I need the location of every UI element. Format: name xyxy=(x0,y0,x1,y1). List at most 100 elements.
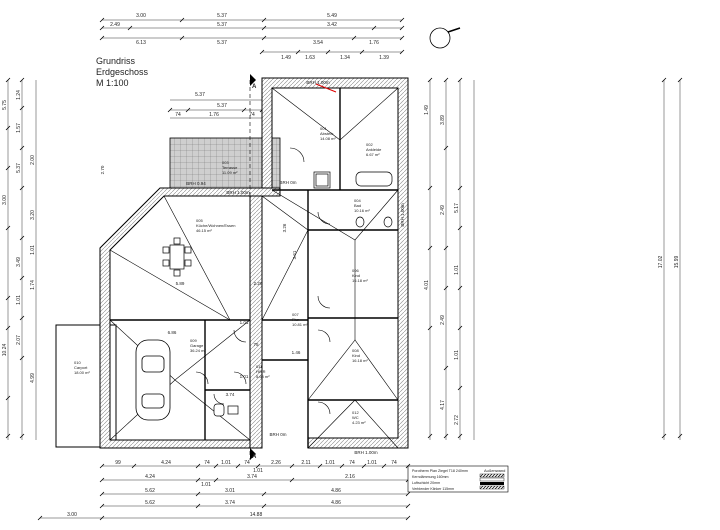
inner-dim-3: 3.26 xyxy=(282,223,287,232)
dim-bot-1-h: 2.11 xyxy=(301,460,311,466)
dim-top-6: 5.37 xyxy=(217,103,227,109)
svg-text:16.18 m²: 16.18 m² xyxy=(352,278,368,283)
dim-top-7-c: 74 xyxy=(249,112,255,118)
title-scale: M 1:100 xyxy=(96,78,129,88)
dim-top-4-b: 1.63 xyxy=(305,55,315,61)
svg-text:008: 008 xyxy=(352,348,359,353)
dim-right-10: 2.72 xyxy=(454,415,460,425)
svg-text:10.81 m²: 10.81 m² xyxy=(292,322,308,327)
dim-top-2-c: 3.42 xyxy=(327,22,337,28)
section-markers: A A xyxy=(250,74,257,460)
svg-text:Bad: Bad xyxy=(354,203,361,208)
svg-text:Carport: Carport xyxy=(74,365,88,370)
dim-top-1-b: 5.37 xyxy=(217,13,227,19)
svg-text:009: 009 xyxy=(190,338,197,343)
dim-right-3: 5.17 xyxy=(454,203,460,213)
dim-top-5: 5.37 xyxy=(195,92,205,98)
svg-text:HWR: HWR xyxy=(256,369,266,374)
svg-text:Kind: Kind xyxy=(352,353,360,358)
dim-bot-4-b: 3.74 xyxy=(225,500,235,506)
room-label: 009 Garage 36.24 m² xyxy=(190,338,206,353)
dim-left-5: 5.37 xyxy=(16,163,22,173)
dim-left-12: 2.07 xyxy=(16,335,22,345)
svg-text:10.16 m²: 10.16 m² xyxy=(354,208,370,213)
brh-5: BRH 1.00m xyxy=(400,203,405,227)
toilet-icon xyxy=(213,216,393,417)
dim-right-11: 17.02 xyxy=(658,256,664,269)
svg-text:Garage: Garage xyxy=(190,343,204,348)
north-arrow-icon xyxy=(429,27,461,49)
dim-bot-1-d: 1.01 xyxy=(221,460,231,466)
legend-line-2: Kerndämmung 160mm xyxy=(412,475,449,479)
svg-text:003: 003 xyxy=(222,160,229,165)
inner-dim-7: 1.46 xyxy=(292,350,301,355)
dim-top-4-d: 1.39 xyxy=(379,55,389,61)
room-label: 007 Flur 10.81 m² xyxy=(292,312,308,327)
room-label: 006 Kind 16.18 m² xyxy=(352,268,368,283)
dim-left-3: 1.57 xyxy=(16,123,22,133)
brh-1: BRH 0.94 xyxy=(186,181,206,186)
svg-text:Abstellr.: Abstellr. xyxy=(320,131,334,136)
svg-text:16.18 m²: 16.18 m² xyxy=(352,358,368,363)
svg-text:WC: WC xyxy=(352,415,359,420)
dim-left-2: 1.24 xyxy=(16,90,22,100)
dim-bot-5-a: 3.00 xyxy=(67,512,77,518)
svg-text:011: 011 xyxy=(256,364,263,369)
inner-dim-8: 75 xyxy=(253,342,259,347)
dim-bot-3-b: 3.01 xyxy=(225,488,235,494)
svg-text:46.15 m²: 46.15 m² xyxy=(196,228,212,233)
svg-text:Terrasse: Terrasse xyxy=(222,165,238,170)
interior-walls xyxy=(110,88,398,448)
dim-bot-1-g: 2.26 xyxy=(271,460,281,466)
svg-text:Ankleide: Ankleide xyxy=(366,147,382,152)
dim-bot-1-c: 74 xyxy=(204,460,210,466)
dim-bot-1-j: 74 xyxy=(349,460,355,466)
room-label: 008 Kind 16.18 m² xyxy=(352,348,368,363)
room-label: 010 Carport 18.00 m² xyxy=(74,360,90,375)
dim-bot-4-a: 5.62 xyxy=(145,500,155,506)
dim-bot-2-a: 4.24 xyxy=(145,474,155,480)
dim-right-2: 3.89 xyxy=(440,115,446,125)
inner-dim-5: 5.89 xyxy=(176,281,185,286)
inner-dim-1: 2.70 xyxy=(100,165,105,174)
svg-text:004: 004 xyxy=(354,198,361,203)
dim-bot-5-b: 14.88 xyxy=(250,512,263,518)
brh-6: BRH 0m xyxy=(269,432,286,437)
svg-text:5.63 m²: 5.63 m² xyxy=(256,374,270,379)
dim-bot-1-i: 1.01 xyxy=(325,460,335,466)
room-label: 012 WC 4.23 m² xyxy=(352,410,366,425)
dim-top-3-a: 6.13 xyxy=(136,40,146,46)
dim-bot-1-b: 4.24 xyxy=(161,460,171,466)
dim-top-2-a: 2.49 xyxy=(110,22,120,28)
dim-top-4-c: 1.34 xyxy=(340,55,350,61)
dim-top-1-c: 5.49 xyxy=(327,13,337,19)
red-marker-line xyxy=(315,83,337,93)
room-label: 011 HWR 5.63 m² xyxy=(256,364,270,379)
svg-text:005: 005 xyxy=(196,218,203,223)
roof-outline xyxy=(109,80,399,460)
shower-icon xyxy=(313,171,331,189)
svg-text:18.00 m²: 18.00 m² xyxy=(74,370,90,375)
svg-text:006: 006 xyxy=(352,268,359,273)
legend-line-3: Luftschicht 20mm xyxy=(412,481,440,485)
dim-left-11: 1.01 xyxy=(16,295,22,305)
svg-text:6.67 m²: 6.67 m² xyxy=(366,152,380,157)
dim-bot-3-c: 4.86 xyxy=(331,488,341,494)
dim-bot-1-k: 1.01 xyxy=(367,460,377,466)
dim-bot-1-e: 74 xyxy=(244,460,250,466)
dim-top-2-b: 5.37 xyxy=(217,22,227,28)
svg-text:4.23 m²: 4.23 m² xyxy=(352,420,366,425)
room-label: 001 Abstellr. 14.08 m² xyxy=(320,126,336,141)
dim-top-4-a: 1.49 xyxy=(281,55,291,61)
dim-top-1-a: 3.00 xyxy=(136,13,146,19)
dim-bot-3-a: 5.62 xyxy=(145,488,155,494)
svg-text:002: 002 xyxy=(366,142,373,147)
dim-right-4: 2.49 xyxy=(440,205,446,215)
bathtub-icon xyxy=(355,171,393,187)
car-icon xyxy=(135,339,171,421)
svg-text:001: 001 xyxy=(320,126,327,131)
dim-bot-2-b: 1.01 xyxy=(201,482,211,488)
svg-text:Küche/Wohnen/Essen: Küche/Wohnen/Essen xyxy=(196,223,236,228)
dim-right-7: 4.01 xyxy=(424,280,430,290)
